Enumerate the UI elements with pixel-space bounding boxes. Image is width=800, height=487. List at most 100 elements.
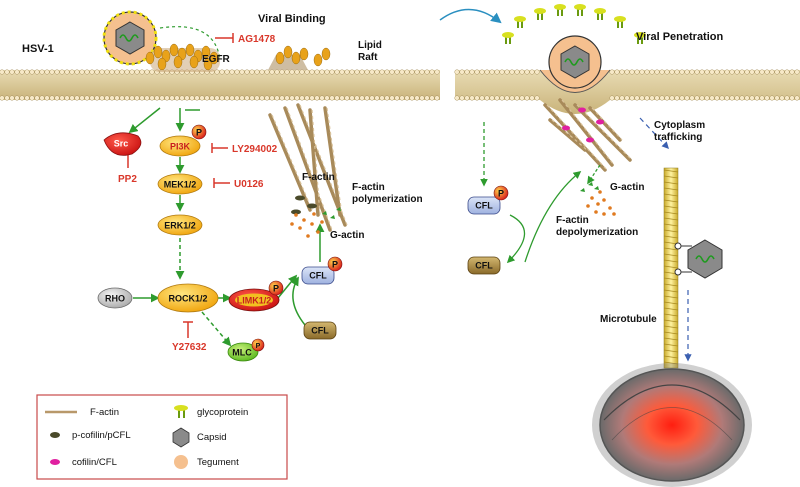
lipid-head [19,69,25,75]
g-actin-arrow [322,211,327,215]
inhibitor-ly294002: LY294002 [232,144,278,155]
lipid-head [94,69,100,75]
egfr-monomer [201,45,211,59]
lipid-head [24,95,30,101]
lipid-head [229,69,235,75]
lipid-head [474,95,480,101]
lipid-head [434,95,440,101]
lipid-head [529,95,535,101]
lipid-head [109,95,115,101]
glycoprotein-stalk [637,36,639,44]
tubulin-ring [663,283,679,287]
lipid-head [534,95,540,101]
node-rock: ROCK1/2 [157,283,219,313]
tubulin-ring [663,247,679,251]
node-cfl-right: CFL [467,256,501,275]
lipid-head [289,69,295,75]
egfr-monomer [209,51,219,65]
g-actin [590,196,594,200]
lipid-head [144,69,150,75]
glycoprotein-stalk [581,8,583,16]
lipid-head [244,69,250,75]
lipid-head [299,69,305,75]
g-actin-arrow [580,188,585,192]
egfr-monomer [173,55,183,69]
lipid-head [654,95,660,101]
tubulin-ring [663,181,679,185]
lipid-head [779,95,785,101]
f-actin-label: F-actin [302,172,335,183]
tubulin-ring [663,199,679,203]
lipid-head [284,95,290,101]
lipid-head [509,95,515,101]
glycoprotein-stalk [641,36,643,44]
tubulin-ring [663,295,679,299]
lipid-head [274,69,280,75]
lipid-head [644,69,650,75]
g-actin [298,226,302,230]
raft-receptor [299,47,309,61]
lipid-head [704,95,710,101]
tubulin-ring [663,355,679,359]
virus-label: HSV-1 [22,43,54,55]
lipid-head [699,69,705,75]
svg-text:ROCK1/2: ROCK1/2 [168,293,207,303]
g-actin [310,222,314,226]
lipid-head [784,69,790,75]
lipid-head [99,69,105,75]
lipid-head [339,69,345,75]
lipid-head [754,95,760,101]
lipid-head [729,69,735,75]
lipid-head [34,69,40,75]
lipid-head [684,69,690,75]
g-actin-label-right: G-actin [610,182,644,193]
lipid-head [634,69,640,75]
egfr-monomer [189,55,199,69]
lipid-head [179,95,185,101]
lipid-head [374,95,380,101]
lipid-head [359,69,365,75]
glycoprotein-stalk [505,36,507,44]
lipid-head [464,69,470,75]
glycoprotein-head [502,32,514,38]
lipid-head [134,95,140,101]
glycoprotein-head [554,4,566,10]
viral-binding-label: Viral Binding [258,13,326,25]
lipid-head [489,69,495,75]
lipid-head [724,69,730,75]
lipid-head [494,95,500,101]
label-line: trafficking [654,132,702,143]
g-actin [612,212,616,216]
hsv1-penetrating-virion [502,4,646,93]
cell-membrane-left [0,69,440,101]
lipid-head [719,69,725,75]
lipid-head [14,95,20,101]
lipid-head [699,95,705,101]
egfr-monomer [153,45,163,59]
legend-tegument: Tegument [197,457,239,468]
lipid-head [44,95,50,101]
lipid-head [239,69,245,75]
lipid-head [344,95,350,101]
raft-receptor [291,51,301,65]
lipid-head [59,69,65,75]
lipid-head [404,95,410,101]
g-actin [602,212,606,216]
lipid-head [759,95,765,101]
lipid-head [0,69,5,75]
lipid-head [674,69,680,75]
lipid-head [389,69,395,75]
svg-text:Src: Src [114,138,129,148]
tubulin-ring [663,319,679,323]
lipid-head [649,95,655,101]
lipid-head [234,69,240,75]
lipid-head [29,69,35,75]
lipid-head [329,95,335,101]
glycoprotein-stalk [597,12,599,20]
f-actin-strand [308,108,320,217]
lipid-head [459,69,465,75]
label-line: F-actin [352,182,385,193]
lipid-head [84,95,90,101]
tubulin-ring [663,301,679,305]
